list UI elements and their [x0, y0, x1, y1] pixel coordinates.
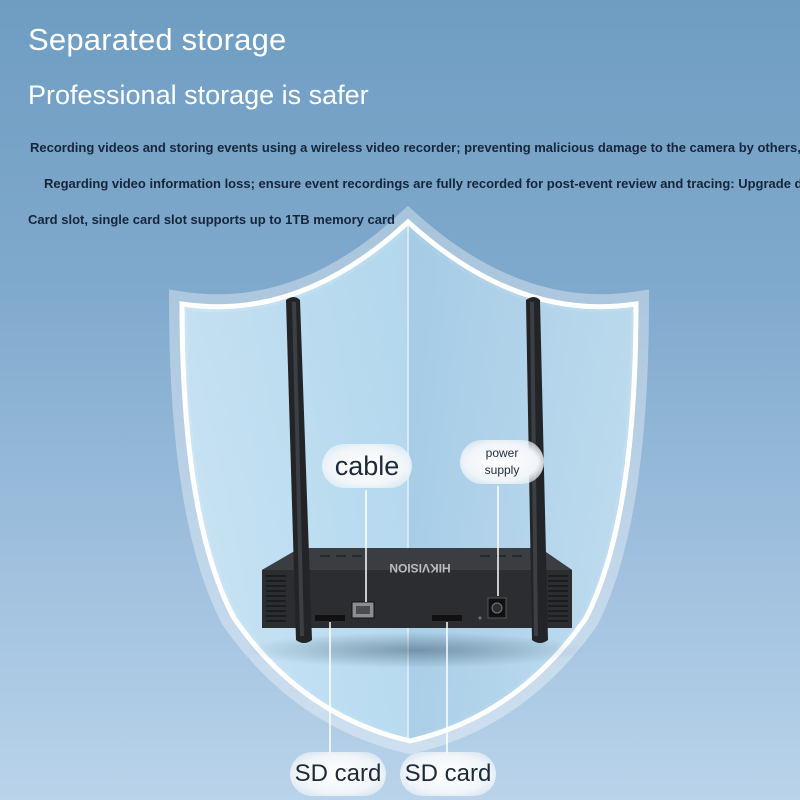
brand-logo: HIKVISION [389, 561, 450, 575]
sd-card-callout-left: SD card [290, 752, 386, 796]
cable-label: cable [334, 451, 400, 481]
sd-slot-right [432, 615, 462, 621]
page-title: Separated storage [28, 22, 287, 57]
cable-callout: cable [322, 444, 412, 488]
power-label-line1: power [485, 446, 519, 460]
reset-hole [478, 616, 482, 620]
page-subtitle: Professional storage is safer [28, 80, 369, 110]
router-device: HIKVISION [262, 548, 572, 628]
description-line-1: Recording videos and storing events usin… [30, 140, 800, 155]
sd-card-label-right: SD card [404, 760, 492, 787]
sd-card-label-left: SD card [294, 760, 382, 787]
leader-lines [329, 486, 499, 754]
description-line-3: Card slot, single card slot supports up … [28, 212, 395, 227]
power-label-line2: supply [484, 463, 520, 477]
power-supply-callout: power supply [460, 440, 544, 484]
description-line-2: Regarding video information loss; ensure… [44, 176, 800, 191]
side-vents [266, 575, 568, 622]
sd-slot-left [315, 615, 345, 621]
sd-card-callout-right: SD card [400, 752, 496, 796]
shield-glow [168, 205, 650, 755]
